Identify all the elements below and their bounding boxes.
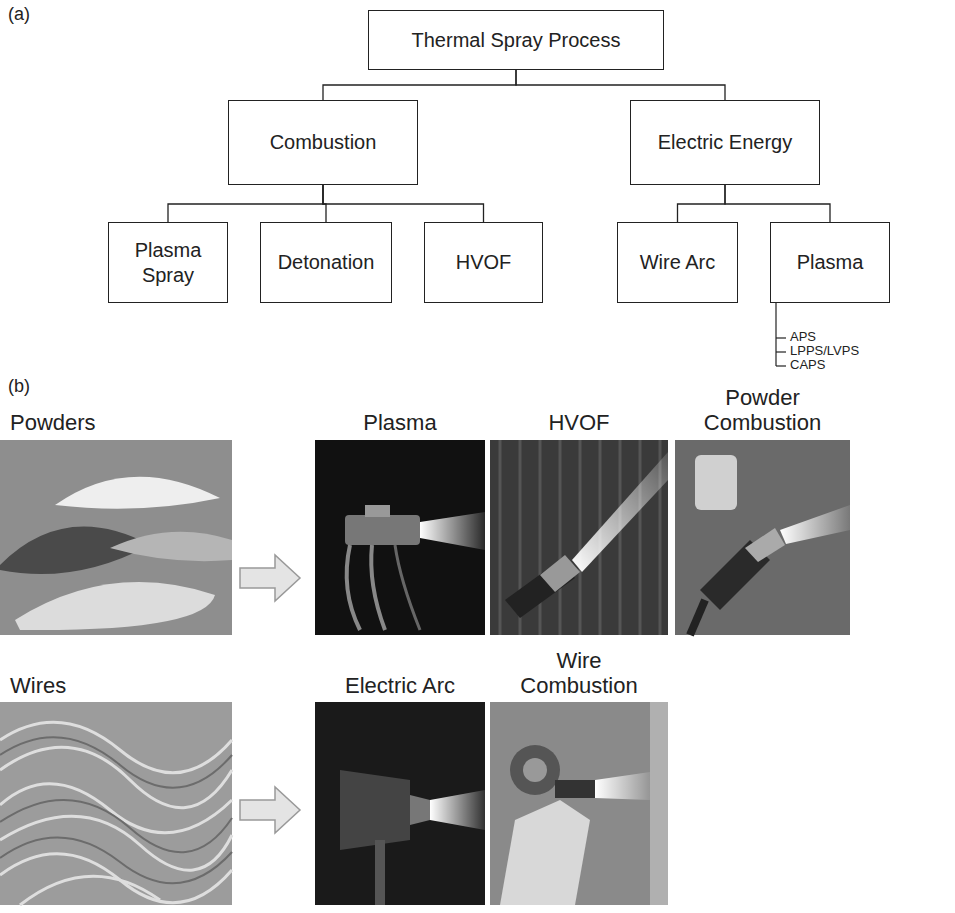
wires-photo [0,702,232,905]
panel-label: (b) [8,376,48,397]
tree-connector [678,185,726,222]
node-text: Detonation [267,250,385,275]
node-text: Combustion [235,130,411,155]
plasma-gun-photo [315,440,485,635]
feedstock-caption: Wires [10,673,210,698]
tree-connector [516,70,725,100]
process-box: Wire Arc [617,222,738,303]
process-caption: Plasma [315,410,485,435]
node-text: Thermal Spray Process [375,28,657,53]
process-caption: Powder Combustion [680,385,845,436]
node-text: Wire Arc [624,250,731,275]
process-box: HVOF [424,222,543,303]
feedstock-caption: Powders [10,410,210,435]
process-variant: CAPS [790,358,910,373]
node-text: Electric Energy [637,130,813,155]
tree-connector [725,185,830,222]
panel-label: (a) [8,4,48,25]
process-caption: Wire Combustion [495,648,663,699]
electric-arc-gun-photo [315,702,485,905]
node-text: HVOF [431,250,536,275]
root-process-box: Thermal Spray Process [368,10,664,70]
process-caption: HVOF [490,410,668,435]
block-arrow [240,555,300,601]
hvof-gun-photo [490,440,668,635]
process-variant: APS [790,330,910,345]
node-text: Plasma [777,250,883,275]
wire-combustion-gun-photo [490,702,668,905]
process-box: Detonation [260,222,392,303]
process-caption: Electric Arc [315,673,485,698]
category-box: Electric Energy [630,100,820,185]
process-box: Plasma Spray [108,222,228,303]
powders-photo [0,440,232,635]
node-text: Plasma Spray [115,238,221,288]
process-variant: LPPS/LVPS [790,344,910,359]
process-box: Plasma [770,222,890,303]
category-box: Combustion [228,100,418,185]
block-arrow [240,787,300,833]
tree-connector [323,70,516,100]
tree-connector [168,185,323,222]
list-bracket [776,303,786,366]
powder-combustion-gun-photo [675,440,850,635]
tree-connector [323,185,484,222]
